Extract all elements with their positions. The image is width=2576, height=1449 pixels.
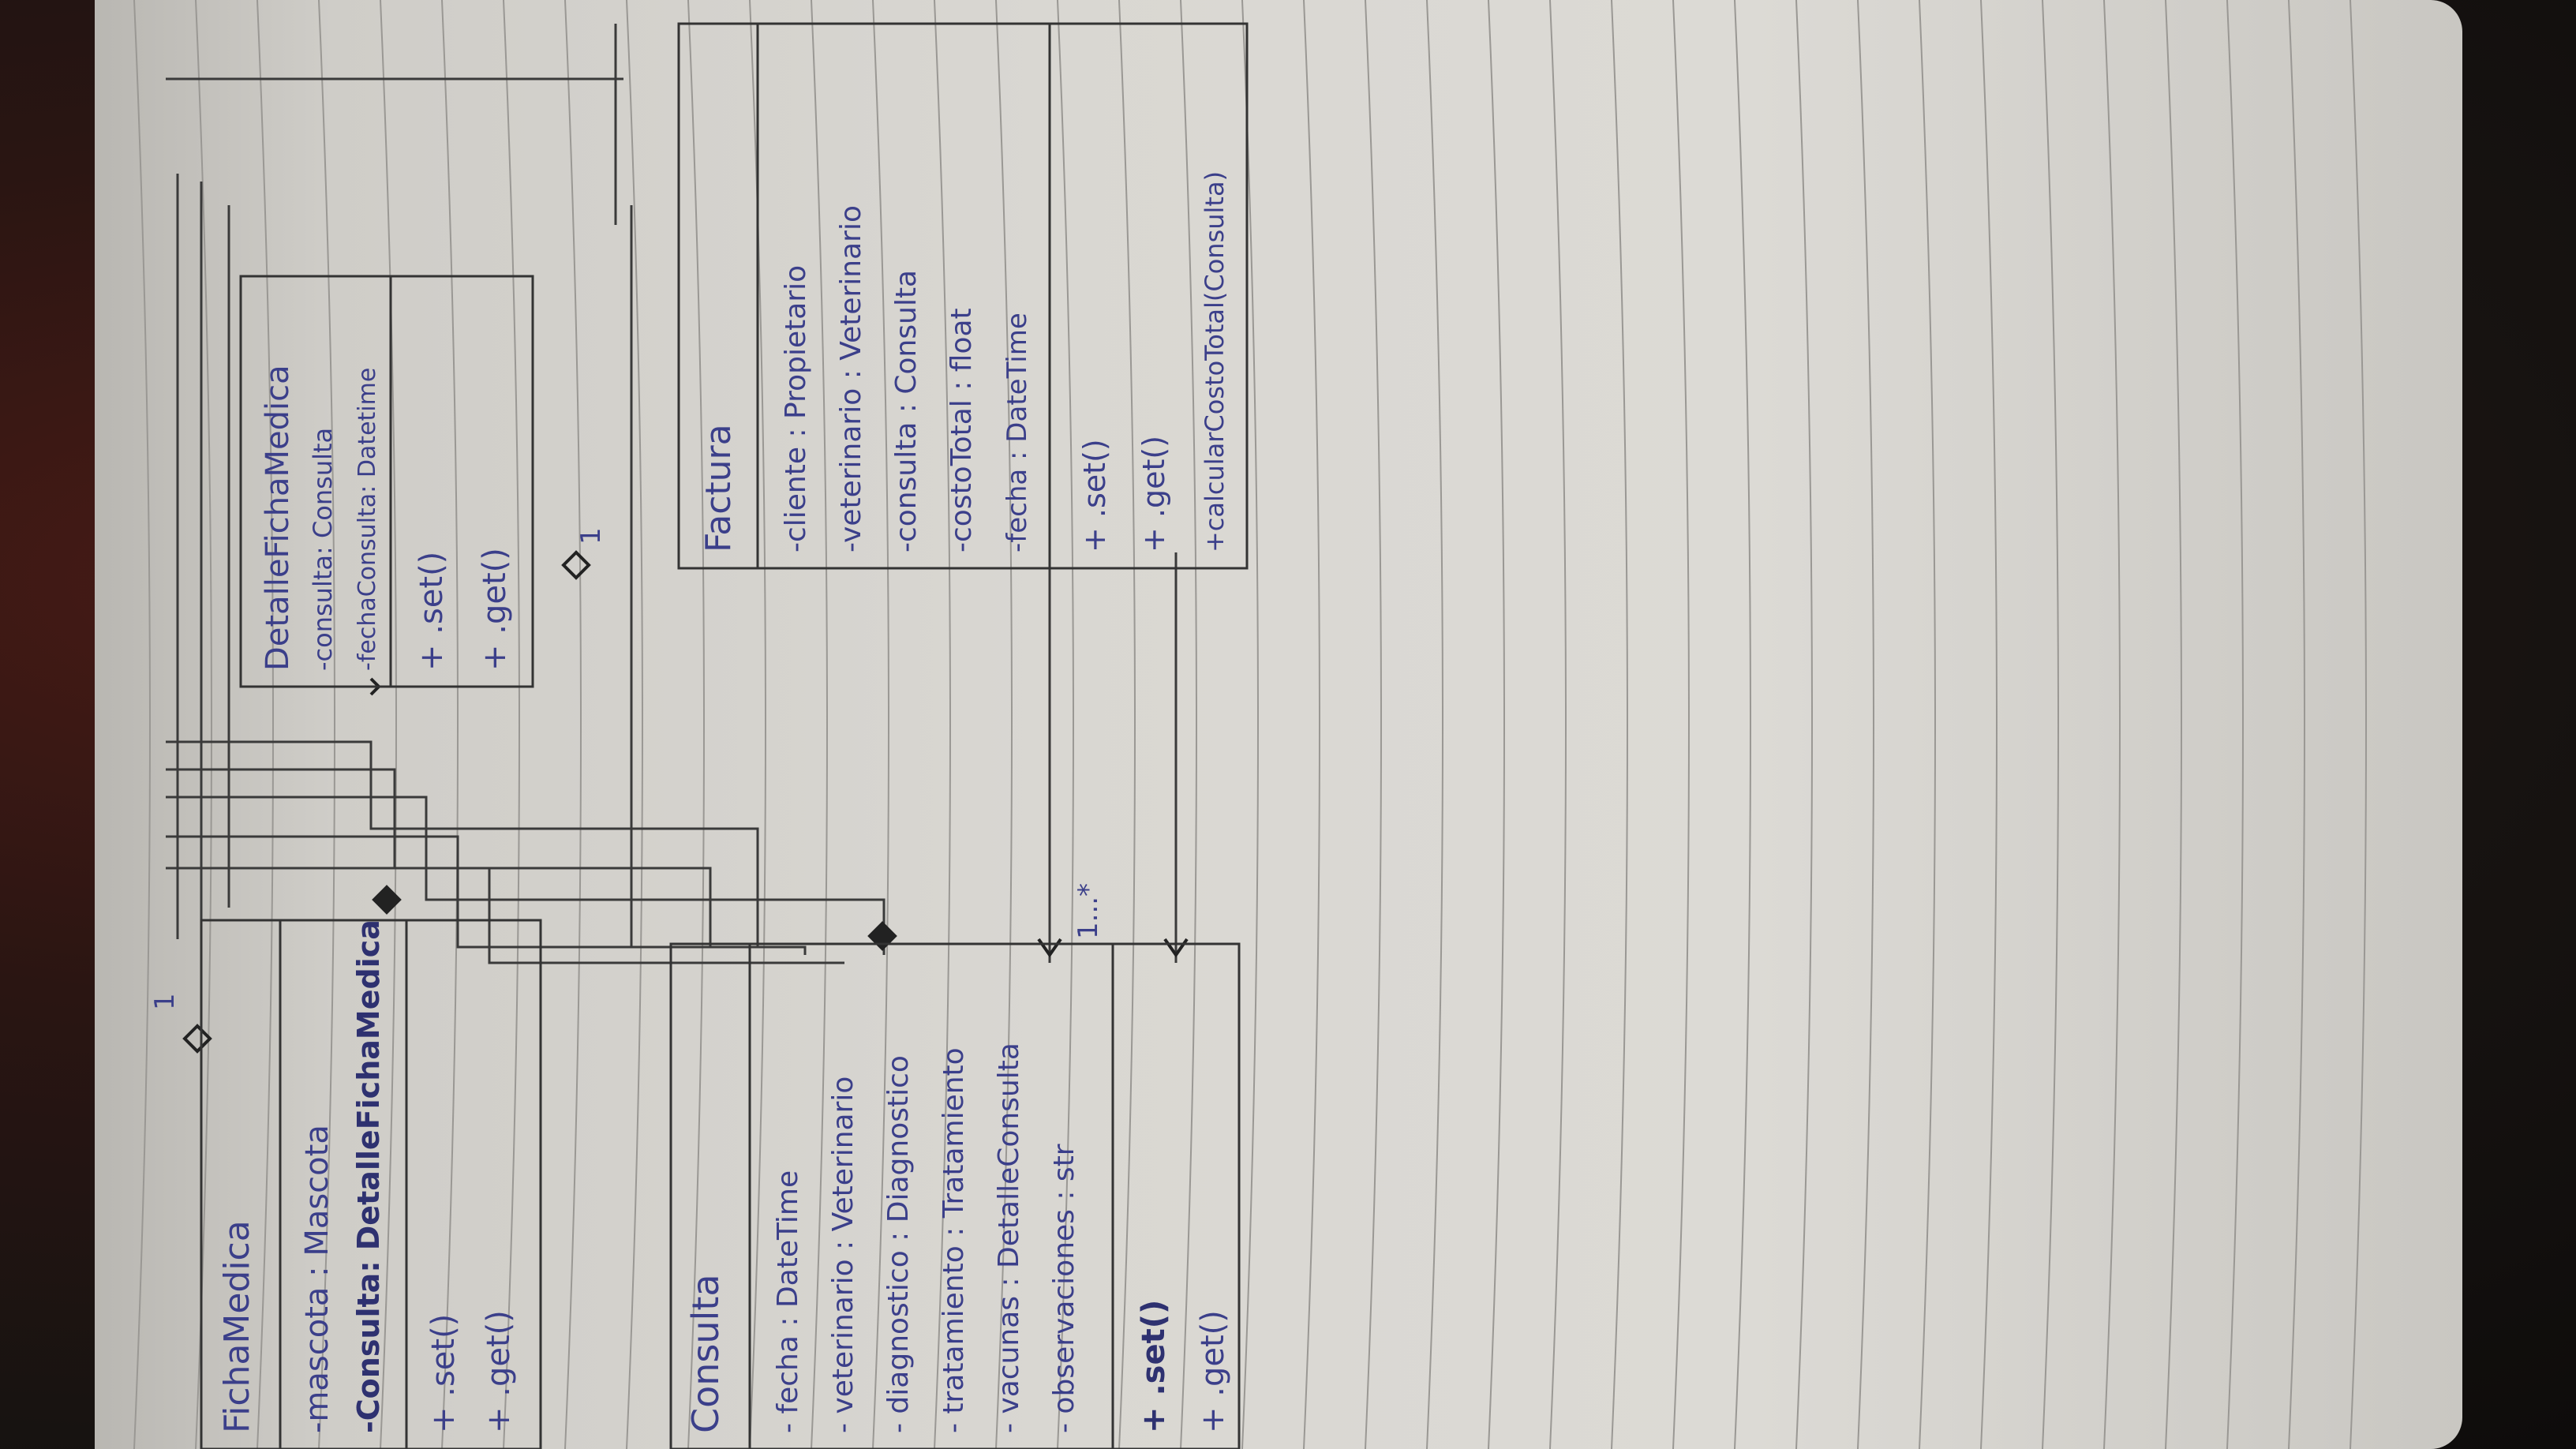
ruled-line (564, 0, 582, 1449)
connector-lines (166, 24, 1178, 964)
connector-line (166, 740, 759, 947)
ruled-line (2226, 0, 2244, 1449)
ruled-line (995, 0, 1013, 1449)
class-attribute: -consulta: Consulta (308, 428, 338, 671)
class-operation: + .set() (414, 552, 450, 671)
ruled-line (1611, 0, 1628, 1449)
class-attribute: - diagnostico : Diagnostico (882, 1055, 915, 1433)
ruled-line (1672, 0, 1690, 1449)
connector-line (166, 835, 807, 955)
class-attribute: - tratamiento : Tratamiento (938, 1047, 970, 1433)
ruled-line (2103, 0, 2121, 1449)
class-box (200, 919, 542, 1449)
class-operation: + .get() (477, 548, 513, 671)
ruled-line (1795, 0, 1813, 1449)
multiplicity-label: 1 (149, 993, 181, 1010)
class-name: FichaMedica (217, 1220, 257, 1433)
class-name: DetalleFichaMedica (260, 365, 296, 671)
class-attribute: -fecha : DateTime (1002, 313, 1033, 552)
ruled-line (195, 0, 212, 1449)
class-box (669, 942, 1241, 1449)
class-operation: + .get() (1136, 436, 1171, 552)
ruled-line (2165, 0, 2182, 1449)
ruled-line (934, 0, 951, 1449)
ruled-line (1488, 0, 1505, 1449)
class-fichamedica: FichaMedica -mascota : Mascota -Consulta… (149, 919, 542, 1449)
class-attribute: -Consulta: DetalleFichaMedica (351, 919, 386, 1433)
class-attribute: -mascota : Mascota (299, 1125, 335, 1433)
class-detallefichamedica: DetalleFichaMedica -consulta: Consulta -… (239, 275, 607, 688)
class-attribute: -costoTotal : float (945, 308, 978, 552)
connector-line (166, 867, 844, 964)
ruled-line (441, 0, 459, 1449)
aggregation-diamond-icon (561, 550, 591, 580)
class-box (677, 22, 1249, 570)
class-operation: + .get() (481, 1310, 517, 1433)
class-operation: + .set() (1077, 439, 1112, 552)
class-name: Factura (698, 424, 739, 552)
class-attribute: -veterinario : Veterinario (835, 205, 867, 552)
notebook-paper (95, 0, 2462, 1449)
ruled-line (1241, 0, 1259, 1449)
class-attribute: - fecha : DateTime (772, 1170, 804, 1433)
class-attribute: - vacunas : DetalleConsulta (993, 1043, 1025, 1433)
ruled-line (1180, 0, 1197, 1449)
ruled-line (1057, 0, 1074, 1449)
aggregation-diamond-icon (182, 1024, 212, 1054)
ruled-line (1426, 0, 1443, 1449)
ruled-line (2042, 0, 2059, 1449)
ruled-line (2349, 0, 2367, 1449)
class-box (239, 275, 534, 688)
class-attribute: -cliente : Propietario (780, 265, 812, 552)
ruled-line (811, 0, 828, 1449)
ruled-line (256, 0, 274, 1449)
ruled-line (687, 0, 705, 1449)
ruled-line (1303, 0, 1320, 1449)
class-operation: + .set() (1136, 1300, 1172, 1433)
class-operation: +calcularCostoTotal(Consulta) (1200, 171, 1230, 552)
ruled-line (503, 0, 520, 1449)
class-operation: + .get() (1195, 1310, 1231, 1433)
ruled-line (626, 0, 643, 1449)
class-attribute: - veterinario : Veterinario (827, 1076, 859, 1433)
ruled-line (1857, 0, 1874, 1449)
ruled-line (1118, 0, 1136, 1449)
composition-diamond-icon (372, 885, 402, 915)
multiplicity-label: 1...* (1073, 883, 1104, 939)
ruled-line (318, 0, 335, 1449)
class-attribute: -consulta : Consulta (890, 270, 923, 552)
ruled-line (380, 0, 397, 1449)
connector-line (166, 796, 886, 955)
class-factura: Factura -cliente : Propietario -veterina… (677, 22, 1249, 570)
ruled-line (133, 0, 151, 1449)
class-attribute: - observaciones : str (1048, 1144, 1080, 1433)
class-operation: + .set() (425, 1314, 462, 1433)
ruled-line (1980, 0, 1998, 1449)
class-name: Consulta (684, 1274, 727, 1433)
ruled-line (2288, 0, 2305, 1449)
ruled-line (1365, 0, 1382, 1449)
composition-diamond-icon (867, 921, 897, 951)
class-attribute: -fechaConsulta: Datetime (354, 368, 381, 671)
multiplicity-label: 1 (575, 527, 607, 545)
ruled-line (872, 0, 889, 1449)
class-consulta: Consulta - fecha : DateTime - veterinari… (669, 883, 1241, 1449)
ruled-line (1549, 0, 1567, 1449)
ruled-lines (133, 0, 2367, 1449)
ruled-line (1919, 0, 1936, 1449)
ruled-line (1734, 0, 1751, 1449)
